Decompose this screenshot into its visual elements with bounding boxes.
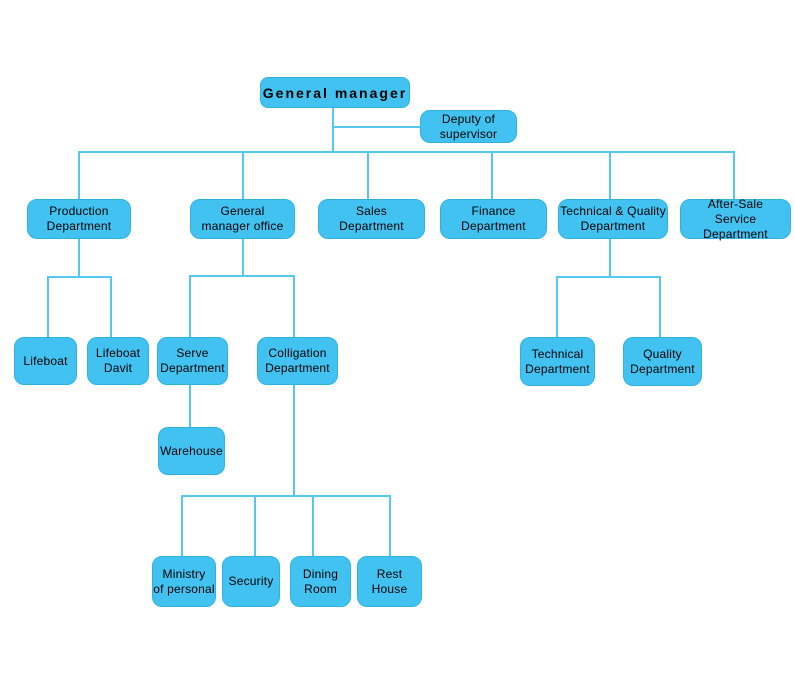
connector-to-technical-quality [609, 151, 611, 200]
connector-to-warehouse [189, 384, 191, 428]
connector-to-gm-office [242, 151, 244, 200]
node-finance-department: Finance Department [440, 199, 547, 239]
node-production-department: Production Department [27, 199, 131, 239]
node-lifeboat-davit: Lifeboat Davit [87, 337, 149, 385]
connector-to-security [254, 495, 256, 557]
connector-production-down [78, 237, 80, 278]
node-label: General manager [262, 84, 408, 101]
connector-to-dining [312, 495, 314, 557]
connector-to-technical [556, 276, 558, 338]
connector-tq-down [609, 237, 611, 278]
node-label: Finance Department [461, 204, 526, 233]
connector-to-ministry [181, 495, 183, 557]
node-dining-room: Dining Room [290, 556, 351, 607]
connector-to-colligation [293, 275, 295, 338]
node-general-manager: General manager [260, 77, 410, 108]
node-security: Security [222, 556, 280, 607]
connector-tq-bus [556, 276, 661, 278]
node-technical-department: Technical Department [520, 337, 595, 386]
node-warehouse: Warehouse [158, 427, 225, 475]
node-label: Serve Department [160, 346, 225, 375]
connector-to-serve [189, 275, 191, 338]
connector-to-rest-house [389, 495, 391, 557]
node-label: Sales Department [339, 204, 404, 233]
node-label: Ministry of personal [153, 566, 215, 596]
node-lifeboat: Lifeboat [14, 337, 77, 385]
connector-to-lifeboat-davit [110, 276, 112, 338]
connector-to-quality [659, 276, 661, 338]
node-quality-department: Quality Department [623, 337, 702, 386]
node-label: Quality Department [630, 346, 695, 376]
connector-gm-office-down [242, 237, 244, 277]
node-rest-house: Rest House [357, 556, 422, 607]
connector-deputy-branch [332, 126, 421, 128]
node-serve-department: Serve Department [157, 337, 228, 385]
connector-to-sales [367, 151, 369, 200]
connector-to-lifeboat [47, 276, 49, 338]
node-label: Colligation Department [265, 346, 330, 375]
node-sales-department: Sales Department [318, 199, 425, 239]
connector-colligation-bus [181, 495, 391, 497]
connector-gm-down [332, 107, 334, 153]
node-general-manager-office: General manager office [190, 199, 295, 239]
node-technical-quality-department: Technical & Quality Department [558, 199, 668, 239]
node-label: General manager office [201, 204, 284, 233]
node-label: Production Department [46, 204, 112, 233]
node-label: Lifeboat Davit [95, 346, 141, 375]
connector-to-production [78, 151, 80, 200]
connector-gm-office-bus [189, 275, 295, 277]
node-ministry-of-personal: Ministry of personal [152, 556, 216, 607]
node-label: Rest House [371, 566, 408, 596]
connector-to-finance [491, 151, 493, 200]
connector-level2-bus [78, 151, 735, 153]
node-label: Dining Room [302, 566, 339, 596]
node-deputy-of-supervisor: Deputy of supervisor [420, 110, 517, 143]
node-colligation-department: Colligation Department [257, 337, 338, 385]
node-label: Deputy of supervisor [439, 111, 498, 141]
connector-colligation-down [293, 384, 295, 497]
node-label: Technical Department [525, 346, 590, 376]
node-label: After-Sale Service Department [703, 196, 768, 241]
node-after-sale-service-department: After-Sale Service Department [680, 196, 791, 241]
node-label: Lifeboat [23, 353, 68, 368]
node-label: Technical & Quality Department [560, 204, 666, 233]
connector-production-bus [47, 276, 112, 278]
node-label: Security [228, 574, 274, 588]
connector-to-after-sale [733, 151, 735, 200]
node-label: Warehouse [160, 443, 223, 458]
